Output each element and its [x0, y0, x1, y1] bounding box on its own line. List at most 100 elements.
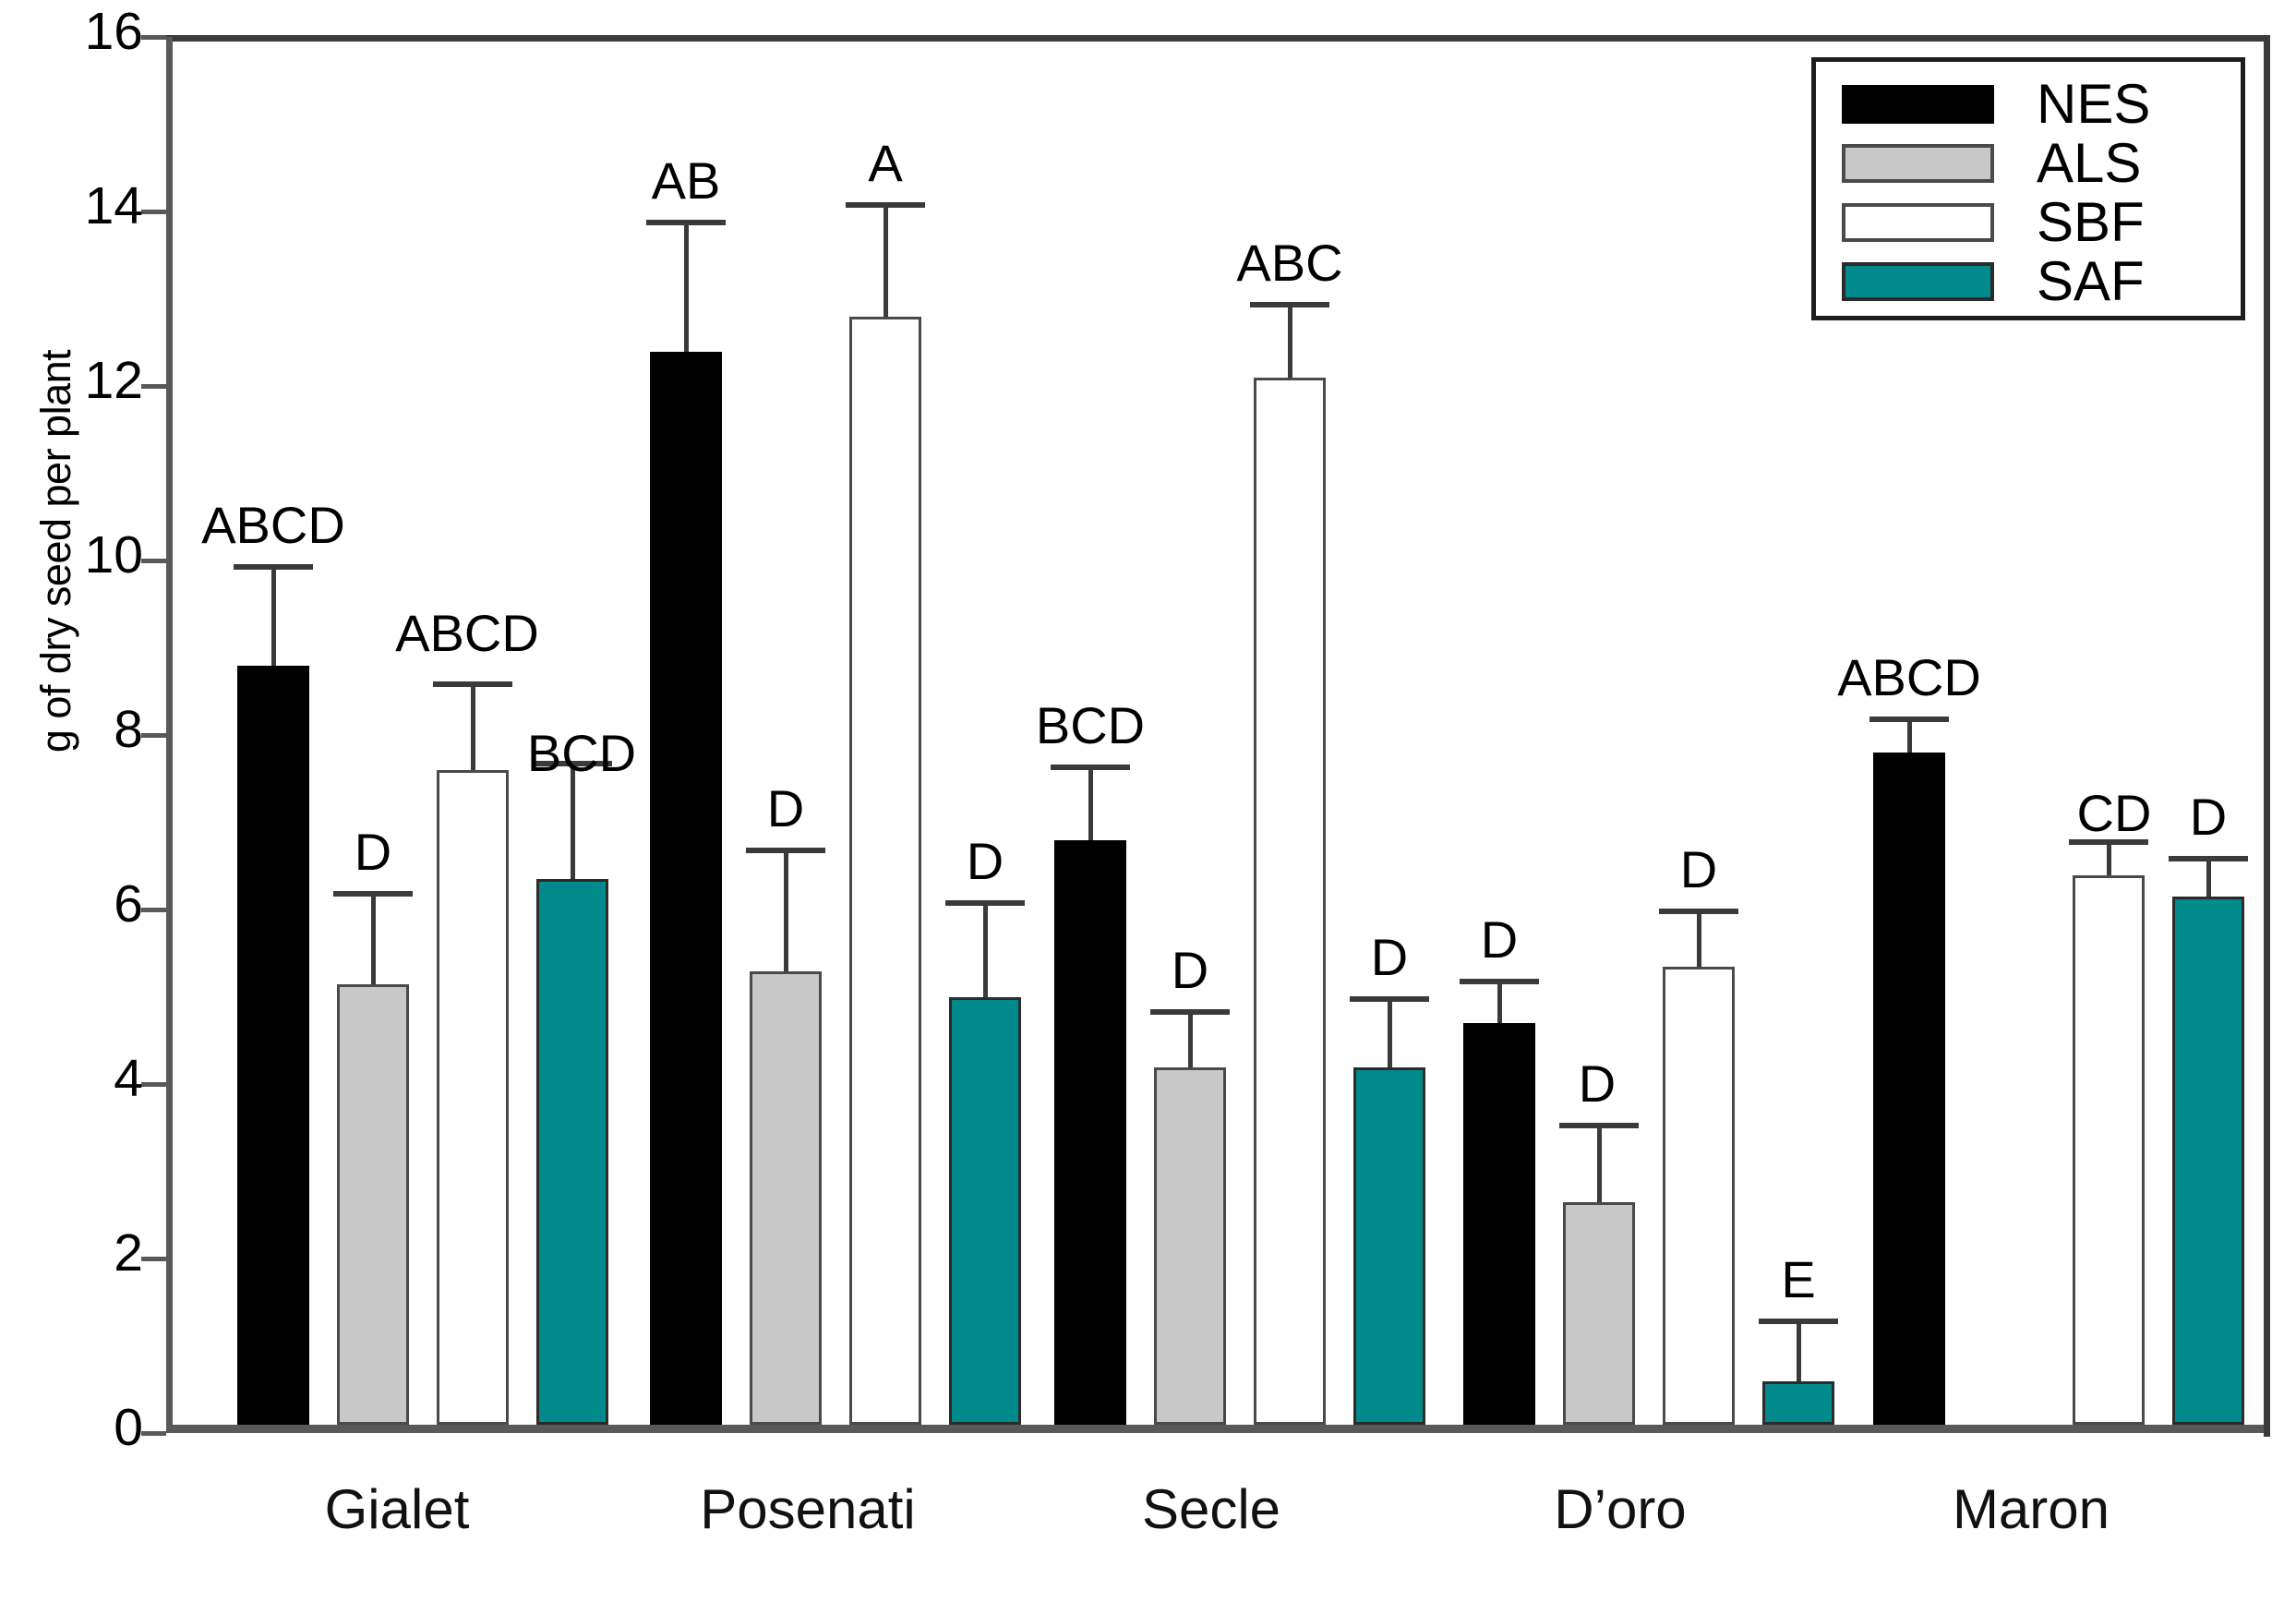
bar-saf-secle [1353, 1066, 1425, 1425]
error-bar-stem [1697, 914, 1701, 967]
error-bar-stem [2107, 844, 2111, 875]
significance-label: D [1171, 940, 1209, 999]
significance-label: BCD [1035, 696, 1146, 755]
y-axis-tick-label: 6 [114, 874, 143, 933]
y-axis-tick [141, 733, 166, 738]
error-bar-cap [433, 681, 512, 688]
legend-swatch-nes [1842, 85, 1994, 124]
y-axis-tick-label: 0 [114, 1398, 143, 1457]
legend-label-saf: SAF [2037, 250, 2145, 312]
bar-sbf-secle [1254, 378, 1326, 1425]
error-bar-cap [1759, 1319, 1838, 1325]
x-axis-label-secle: Secle [1141, 1478, 1281, 1540]
plot-frame-top [166, 35, 2269, 42]
bar-als-doro [1563, 1202, 1635, 1425]
bar-slot: ABCD [1837, 29, 1981, 1425]
bar-slot: D [333, 29, 413, 1425]
bar-slot: CD [2069, 29, 2151, 1425]
error-bar-stem [1907, 722, 1912, 753]
y-axis-tick-label: 8 [114, 700, 143, 759]
x-axis-label-posenati: Posenati [700, 1478, 916, 1540]
legend-item-nes[interactable]: NES [1842, 73, 2224, 135]
legend-swatch-als [1842, 144, 1994, 183]
y-axis-tick [141, 1257, 166, 1261]
error-bar-cap [846, 201, 925, 208]
significance-label: D [1480, 909, 1519, 969]
error-bar-stem [1388, 1001, 1392, 1067]
legend-item-saf[interactable]: SAF [1842, 250, 2224, 312]
error-bar-stem [471, 687, 475, 771]
significance-label: D [1679, 840, 1718, 899]
significance-label: CD [2076, 783, 2152, 842]
error-bar-stem [784, 853, 788, 971]
error-bar-stem [271, 569, 276, 666]
y-axis-tick [141, 1082, 166, 1087]
y-axis-tick [141, 210, 166, 214]
plot-frame-right [2264, 35, 2270, 1437]
error-bar-cap [1559, 1122, 1639, 1128]
error-bar-stem [884, 207, 888, 317]
y-axis-tick [141, 908, 166, 912]
legend-label-nes: NES [2037, 73, 2151, 135]
bar-slot: D [1350, 29, 1429, 1425]
bar-slot: ABC [1236, 29, 1343, 1425]
y-axis-tick-label: 16 [84, 2, 143, 61]
bar-slot: ABCD [395, 29, 539, 1425]
error-bar-cap [1350, 995, 1429, 1002]
legend-item-als[interactable]: ALS [1842, 132, 2224, 194]
bar-slot: ABCD [201, 29, 345, 1425]
y-axis-tick [141, 384, 166, 389]
bar-saf-posenati [949, 996, 1021, 1425]
significance-label: E [1781, 1250, 1816, 1309]
error-bar-stem [2206, 861, 2211, 897]
error-bar-stem [1597, 1127, 1602, 1203]
bar-saf-maron [2172, 897, 2244, 1425]
bar-slot: D [2169, 29, 2248, 1425]
legend-label-als: ALS [2037, 132, 2142, 194]
bar-nes-secle [1054, 839, 1126, 1425]
bar-slot: D [1659, 29, 1738, 1425]
y-axis-tick-label: 2 [114, 1223, 143, 1283]
x-axis-label-doro: D’oro [1554, 1478, 1687, 1540]
error-bar-cap [1869, 717, 1949, 723]
y-axis-tick-label: 14 [84, 176, 143, 235]
error-bar-cap [2169, 856, 2248, 862]
y-axis-tick [141, 35, 166, 40]
significance-label: ABCD [395, 604, 539, 663]
error-bar-stem [1088, 770, 1093, 840]
significance-label: D [1370, 927, 1409, 986]
bar-nes-gialet [237, 665, 309, 1425]
error-bar-cap [2069, 838, 2148, 845]
error-bar-stem [1497, 983, 1502, 1024]
x-axis-label-gialet: Gialet [324, 1478, 470, 1540]
bar-nes-maron [1873, 753, 1945, 1425]
bar-slot: D [1460, 29, 1539, 1425]
bar-slot: D [746, 29, 825, 1425]
error-bar-stem [1188, 1014, 1193, 1067]
bar-slot: D [1559, 29, 1639, 1425]
legend-swatch-saf [1842, 262, 1994, 301]
significance-label: AB [651, 151, 721, 210]
legend-label-sbf: SBF [2037, 191, 2145, 253]
bar-nes-doro [1463, 1023, 1535, 1425]
error-bar-cap [333, 891, 413, 897]
y-axis-tick-label: 4 [114, 1049, 143, 1108]
y-axis-tick-label: 12 [84, 351, 143, 410]
significance-label: D [966, 831, 1004, 890]
bar-slot: D [945, 29, 1025, 1425]
error-bar-cap [533, 760, 612, 766]
error-bar-cap [234, 563, 313, 570]
bar-saf-gialet [536, 879, 608, 1425]
significance-label: BCD [526, 723, 637, 782]
legend-swatch-sbf [1842, 203, 1994, 242]
bar-nes-posenati [650, 351, 722, 1425]
bar-sbf-posenati [849, 316, 921, 1425]
error-bar-stem [684, 224, 689, 352]
error-bar-cap [746, 848, 825, 854]
bar-sbf-gialet [437, 770, 509, 1425]
error-bar-cap [646, 219, 726, 225]
legend-item-sbf[interactable]: SBF [1842, 191, 2224, 253]
error-bar-stem [571, 765, 575, 880]
